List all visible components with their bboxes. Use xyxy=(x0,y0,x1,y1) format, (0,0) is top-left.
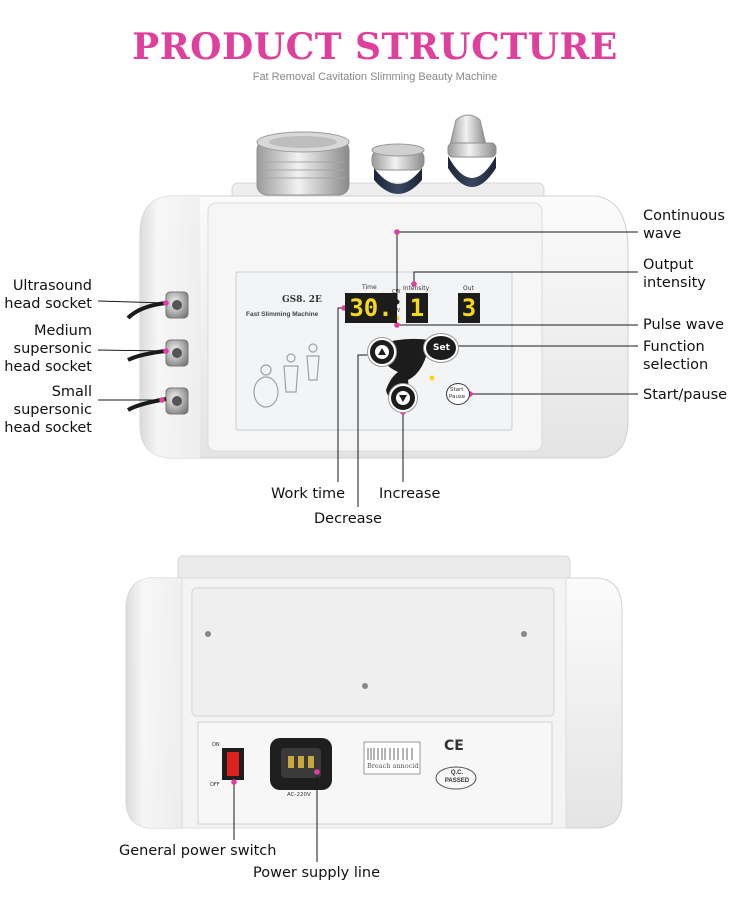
callout-power-supply-line: Power supply line xyxy=(253,865,380,881)
time-display: 30. xyxy=(345,293,397,323)
set-button[interactable]: Set xyxy=(424,334,458,362)
cw-label: CW xyxy=(392,289,401,295)
model-subtitle: Fast Slimming Machine xyxy=(246,311,319,318)
switch-on-label: ON xyxy=(212,742,220,748)
callout-continuous-wave: Continuous wave xyxy=(643,208,725,242)
switch-off-label: OFF xyxy=(210,782,220,788)
callout-ultrasound-socket: Ultrasound head socket xyxy=(4,278,92,312)
page-subtitle: Fat Removal Cavitation Slimming Beauty M… xyxy=(252,71,498,83)
intensity-display: 1 xyxy=(406,293,428,323)
callout-work-time: Work time xyxy=(271,486,346,502)
callout-small-socket: Small supersonic head socket xyxy=(4,384,92,436)
up-arrow-icon xyxy=(375,345,389,359)
qc-label: Q.C. xyxy=(450,770,464,776)
callout-output-intensity: Output intensity xyxy=(643,257,706,291)
model-name: GS8. 2E xyxy=(282,295,322,305)
barcode-sticker-text: Breach annocid xyxy=(367,762,419,770)
callout-increase: Increase xyxy=(379,486,441,502)
callout-pulse-wave: Pulse wave xyxy=(643,317,725,333)
out-label: Out xyxy=(463,285,474,292)
qc-passed-label: PASSED xyxy=(444,778,470,784)
set-button-label: Set xyxy=(433,343,450,353)
down-arrow-icon xyxy=(396,391,410,405)
intensity-label: Intensity xyxy=(403,285,430,292)
decrease-button[interactable] xyxy=(368,338,396,366)
medium-handpiece xyxy=(371,143,425,194)
body-figures-icon xyxy=(253,343,320,408)
out-display: 3 xyxy=(458,293,480,323)
back-machine xyxy=(125,555,623,829)
ultrasound-handpiece xyxy=(256,131,350,196)
increase-button[interactable] xyxy=(389,384,417,412)
callout-start-pause: Start/pause xyxy=(643,387,728,403)
voltage-label: AC-220V xyxy=(287,792,311,798)
page-title: PRODUCT STRUCTURE xyxy=(132,26,618,68)
start-label: Start xyxy=(450,387,464,393)
callout-decrease: Decrease xyxy=(314,511,382,527)
callout-function-selection: Function selection xyxy=(643,339,709,373)
time-label: Time xyxy=(362,284,377,291)
side-sockets xyxy=(126,291,189,415)
ce-mark: CE xyxy=(444,738,464,754)
callout-power-switch: General power switch xyxy=(119,843,277,859)
front-machine xyxy=(126,114,629,459)
small-handpiece xyxy=(447,114,497,187)
start-pause-button[interactable]: Start Pause xyxy=(446,383,470,405)
pause-label: Pause xyxy=(449,394,466,400)
callout-medium-socket: Medium supersonic head socket xyxy=(4,323,92,375)
